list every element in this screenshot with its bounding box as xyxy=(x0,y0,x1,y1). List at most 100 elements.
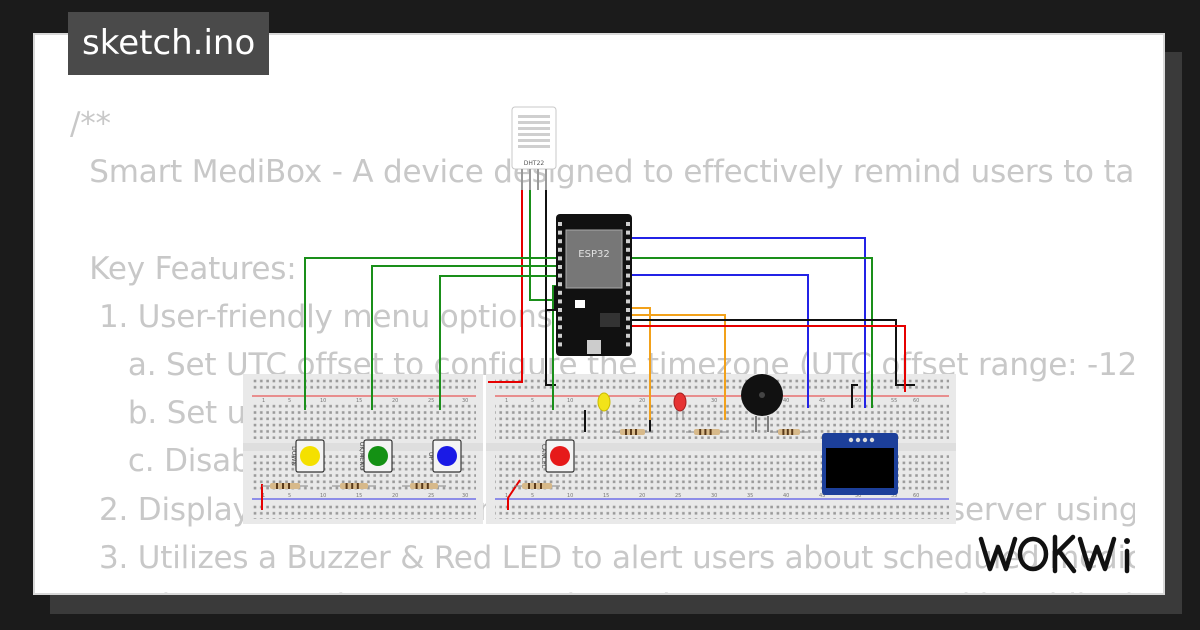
wokwi-logo[interactable] xyxy=(975,527,1150,579)
resistor-band xyxy=(782,429,785,435)
resistor-band xyxy=(426,483,429,489)
resistor-band xyxy=(288,483,290,489)
esp32-pin xyxy=(626,316,630,321)
esp32-pin xyxy=(626,282,630,287)
esp32-pin xyxy=(626,273,630,278)
breadboard-number: 5 xyxy=(531,398,534,404)
resistor-band xyxy=(528,483,530,489)
breadboard-number: 30 xyxy=(462,398,468,404)
esp32-pin xyxy=(558,282,562,287)
breadboard-number: 25 xyxy=(675,493,681,499)
breadboard-number: 40 xyxy=(783,398,789,404)
resistor xyxy=(694,429,720,435)
breadboard-number: 10 xyxy=(320,398,326,404)
push-button-label: OK/MENU xyxy=(358,442,365,471)
led-red xyxy=(673,392,687,420)
esp32-pin xyxy=(626,239,630,244)
breadboard-number: 15 xyxy=(356,398,362,404)
esp32-pin xyxy=(558,325,562,330)
esp32-pin xyxy=(626,333,630,338)
breadboard-number: 20 xyxy=(392,398,398,404)
esp32-label: ESP32 xyxy=(578,249,609,260)
dht22-label: DHT22 xyxy=(524,160,545,167)
resistor-band xyxy=(282,483,284,489)
esp32-pin xyxy=(558,265,562,269)
resistor-band xyxy=(540,483,542,489)
push-button-label: UP xyxy=(427,452,434,460)
breadboard-number: 20 xyxy=(392,493,398,499)
esp32-pin xyxy=(626,342,630,347)
resistor-band xyxy=(635,429,637,435)
breadboard-number: 10 xyxy=(320,493,326,499)
esp32-pin xyxy=(626,256,630,261)
breadboard-number: 25 xyxy=(428,398,434,404)
resistor-band xyxy=(704,429,707,435)
resistor-band xyxy=(421,483,424,489)
resistor-band xyxy=(625,429,627,435)
breadboard-number: 55 xyxy=(891,398,897,404)
esp32-pin xyxy=(558,316,562,321)
resistor-band xyxy=(276,483,278,489)
esp32-pin xyxy=(626,230,630,235)
esp32-pin xyxy=(626,222,630,226)
resistor-band xyxy=(699,429,702,435)
resistor xyxy=(410,483,438,489)
esp32-pin xyxy=(626,290,630,295)
buzzer xyxy=(741,374,783,432)
resistor-band xyxy=(351,483,354,489)
oled-display xyxy=(822,433,898,495)
resistor-band xyxy=(356,483,359,489)
breadboard-number: 60 xyxy=(913,398,919,404)
breadboard-number: 50 xyxy=(855,398,861,404)
push-button-cap[interactable] xyxy=(437,446,457,466)
breadboard-number: 5 xyxy=(531,493,534,499)
resistor xyxy=(522,483,552,489)
resistor xyxy=(270,483,300,489)
breadboard-number: 25 xyxy=(428,493,434,499)
esp32-pin xyxy=(558,308,562,312)
code-line: Key Features: xyxy=(70,250,297,287)
push-button-cap[interactable] xyxy=(550,446,570,466)
breadboard-number: 55 xyxy=(891,493,897,499)
breadboard-number: 20 xyxy=(639,398,645,404)
esp32-pin xyxy=(626,325,630,330)
breadboard-number: 30 xyxy=(462,493,468,499)
code-line: 1. User-friendly menu options: xyxy=(70,298,563,335)
breadboard-number: 60 xyxy=(913,493,919,499)
esp32-pin xyxy=(558,290,562,295)
esp32-pin xyxy=(626,265,630,269)
push-button-cap[interactable] xyxy=(300,446,320,466)
esp32-pin xyxy=(558,333,562,338)
breadboard-number: 15 xyxy=(603,493,609,499)
esp32-pin xyxy=(558,299,562,304)
esp32-pin xyxy=(626,247,630,252)
esp32-pin xyxy=(626,308,630,312)
resistor-band xyxy=(791,429,794,435)
esp32-pin xyxy=(626,299,630,304)
breadboard-number: 30 xyxy=(711,398,717,404)
breadboard-number: 5 xyxy=(288,493,291,499)
breadboard-number: 45 xyxy=(819,398,825,404)
code-line: /** xyxy=(70,106,111,142)
resistor-band xyxy=(415,483,418,489)
resistor xyxy=(620,429,645,435)
esp32-pin xyxy=(558,273,562,278)
resistors xyxy=(262,429,808,489)
breadboard-number: 5 xyxy=(288,398,291,404)
breadboard-number: 35 xyxy=(747,493,753,499)
push-button-cap[interactable] xyxy=(368,446,388,466)
resistor-band xyxy=(786,429,789,435)
breadboard-number: 1 xyxy=(505,493,508,499)
led-yellow xyxy=(597,392,611,420)
breadboard-number: 45 xyxy=(819,493,825,499)
breadboard-number: 10 xyxy=(567,493,573,499)
esp32-pin xyxy=(558,222,562,226)
resistor-band xyxy=(534,483,536,489)
breadboard-number: 1 xyxy=(262,493,265,499)
esp32-pin xyxy=(558,342,562,347)
breadboard-number: 15 xyxy=(356,493,362,499)
breadboard-number: 1 xyxy=(505,398,508,404)
file-tab[interactable]: sketch.ino xyxy=(68,12,270,75)
